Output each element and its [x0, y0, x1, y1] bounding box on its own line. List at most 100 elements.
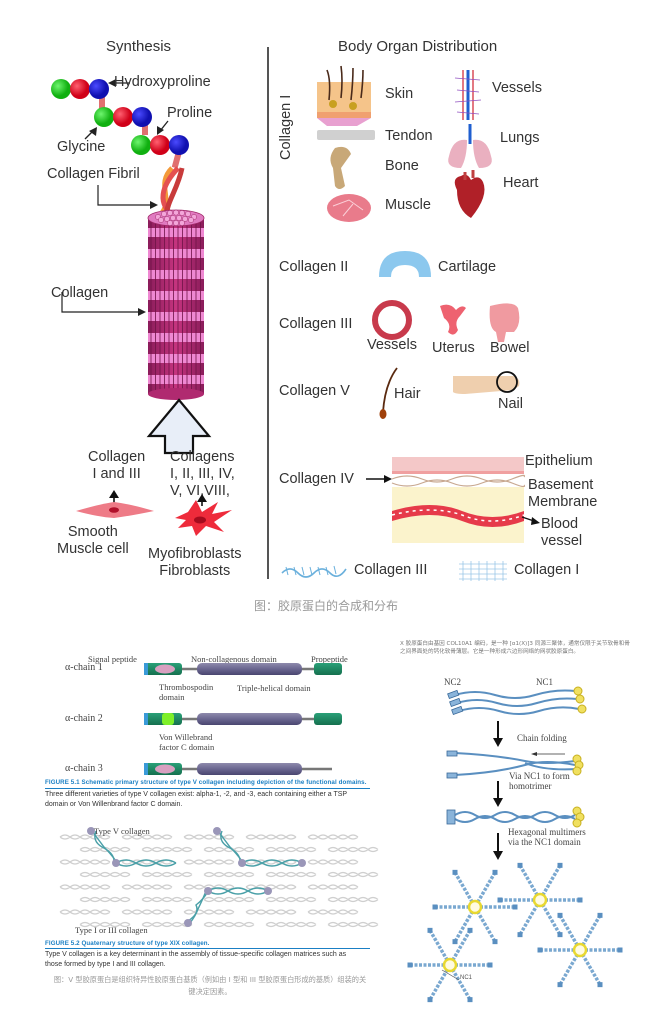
type-i-iii-fibril [327, 921, 379, 928]
nc2-domain [492, 939, 498, 945]
finger-icon [453, 376, 520, 394]
panel-divider [267, 47, 269, 579]
glycine-sphere [131, 135, 151, 155]
smooth-muscle-label: Smooth Muscle cell [57, 524, 129, 558]
proline-sphere [150, 135, 170, 155]
label-line: Von Willebrand [159, 732, 213, 742]
type-v-collagen-strand [217, 830, 303, 867]
heart-icon [454, 174, 485, 218]
type-i-iii-fibril [141, 871, 193, 878]
glycine-label: Glycine [57, 139, 106, 155]
triple-helical-domain [197, 763, 302, 775]
linker-bar [99, 96, 105, 110]
collagen-label: Collagen [51, 285, 109, 301]
nc-domain-bead [87, 827, 95, 835]
triple-helical-label: Triple-helical domain [237, 683, 311, 693]
label-line: Myofibroblasts [148, 546, 242, 562]
type-i-iii-fibril [307, 859, 359, 865]
label-line: Collagens [170, 449, 235, 465]
cylinder-stripes [148, 218, 204, 394]
propeptide-label: Propeptide [311, 654, 348, 664]
hydroxyproline-sphere [169, 135, 189, 155]
chain-2-structure [144, 713, 342, 725]
signal-peptide-label: Signal peptide [88, 654, 137, 664]
nc1-domains [573, 686, 587, 714]
type-i-iii-fibril [141, 846, 193, 853]
figure-5-2-title: FIGURE 5.2 Quaternary structure of type … [45, 940, 210, 947]
caption-line: 图：V 型胶原蛋白是组织特异性胶原蛋白基质（例如由 I 型和 III 型胶原蛋白… [53, 975, 367, 984]
nc2-domain [446, 772, 458, 779]
hydroxyproline-sphere [89, 79, 109, 99]
nc2-domain [467, 997, 473, 1003]
basement-membrane-line [391, 479, 526, 488]
nc2-domain [452, 939, 458, 945]
nc2-domain [557, 912, 563, 918]
arrowhead-icon [531, 517, 540, 525]
signal-peptide-segment [144, 763, 148, 775]
glycine-sphere [51, 79, 71, 99]
uterus-icon [440, 304, 466, 335]
collagen-x-intro: X 胶原蛋白由基因 COL10A1 编码，是一种 [α1(X)]3 同源三聚体，… [400, 640, 630, 656]
type-i-iii-fibril [79, 871, 131, 878]
unfolded-chains [454, 689, 580, 715]
type-i-iii-fibril [59, 859, 111, 865]
epithelium-base [392, 471, 524, 474]
arrowhead-icon [109, 490, 119, 498]
type-i-iii-fibril [183, 834, 235, 840]
type-i-iii-fibril [79, 921, 131, 928]
chain-1-label: α-chain 1 [65, 662, 103, 673]
chain-3-structure [144, 763, 332, 775]
arrowhead-icon [150, 201, 158, 209]
nc1-domains [572, 754, 584, 776]
nc2-domain [487, 962, 493, 968]
non-collagenous-label: Non-collagenous domain [191, 654, 277, 664]
basement-membrane-line [391, 474, 526, 483]
vwf-c-domain [162, 713, 174, 725]
legend-collagen-i-icon [459, 561, 507, 581]
type-i-iii-fibril [265, 871, 317, 878]
epithelium-label: Epithelium [525, 453, 593, 469]
type-i-iii-fibrils [59, 834, 379, 928]
nc2-domain [446, 750, 458, 757]
chain-3-label: α-chain 3 [65, 763, 103, 774]
nc2-domain [557, 862, 563, 868]
figure-5-2-description: Type V collagen is a key determinant in … [45, 951, 347, 968]
type-i-iii-fibril [245, 909, 297, 915]
hexagonal-multimers-label: Hexagonal multimers via the NC1 domain [508, 827, 586, 847]
type-i-iii-fibril [141, 921, 193, 928]
type-i-iii-fibril [203, 871, 255, 878]
cylinder-bottom [148, 388, 204, 400]
arrowhead-icon [531, 752, 537, 756]
type-i-iii-fibril [59, 884, 111, 890]
muscle-icon-detail [332, 199, 364, 217]
nc2-domain [407, 962, 413, 968]
label-line: factor C domain [159, 742, 215, 752]
type-i-iii-fibril [121, 884, 173, 890]
nc2-domain [497, 897, 503, 903]
type-v-collagen-label: Type V collagen [94, 826, 150, 836]
label-line: V, VI,VIII, [170, 483, 230, 499]
collagen-v-label: Collagen V [279, 383, 350, 399]
legend-collagen-iii-label: Collagen III [354, 562, 428, 578]
nc-domain-bead [204, 887, 212, 895]
caption-rule [45, 788, 370, 789]
hair-follicle [379, 409, 387, 419]
label-line: via the NC1 domain [508, 837, 581, 847]
hexagonal-multimer [432, 869, 518, 945]
propeptide-domain [314, 713, 342, 725]
figure-5-1-description: Three different varieties of type V coll… [45, 791, 347, 808]
proline-label: Proline [167, 105, 213, 121]
collagen-i-organs [317, 65, 492, 222]
type-i-iii-fibril [327, 896, 379, 903]
organ-skin: Skin [385, 86, 414, 102]
collagen-fibril-label: Collagen Fibril [47, 166, 140, 182]
nc1-hub [572, 942, 588, 958]
type-i-iii-fibril [265, 846, 317, 853]
nc2-domain [492, 869, 498, 875]
type-i-iii-fibril [183, 859, 235, 865]
type-i-iii-fibril [203, 896, 255, 903]
nc2-domain [512, 904, 518, 910]
chain-folding-label: Chain folding [517, 733, 567, 743]
collagen-pointer [61, 292, 146, 316]
nc2-domain [617, 947, 623, 953]
